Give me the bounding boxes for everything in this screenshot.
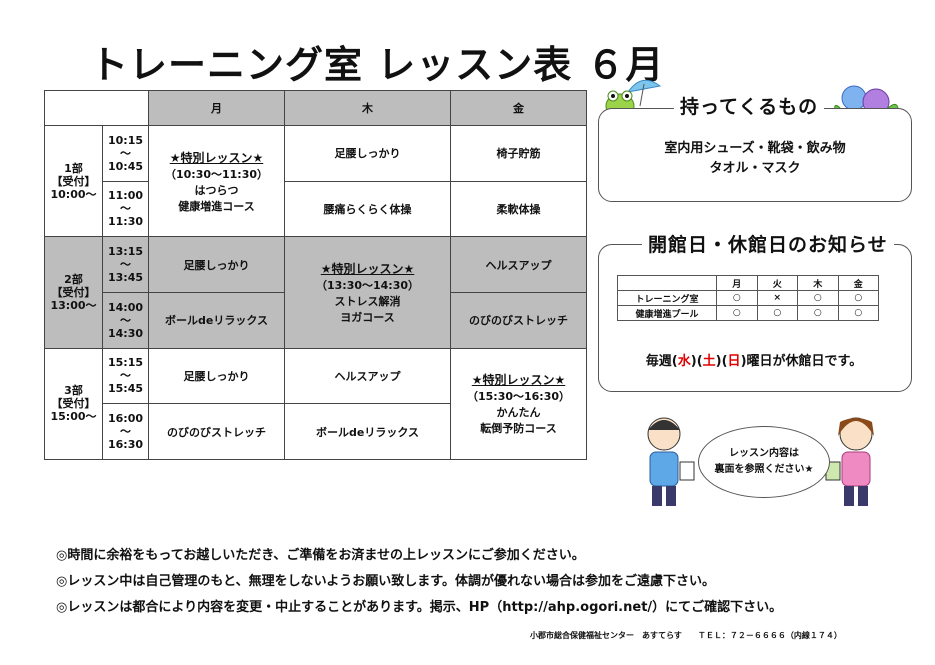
notes-section: ◎時間に余裕をもってお越しいただき、ご準備をお済ませの上レッスンにご参加ください…	[56, 543, 916, 621]
day-col: 木	[797, 275, 839, 291]
part-2-label: 2部 【受付】 13:00～	[44, 236, 103, 349]
lesson-cell: 柔軟体操	[450, 180, 587, 238]
speech-line-2: 裏面を参照ください★	[714, 464, 814, 475]
lesson-cell: ボールdeリラックス	[284, 403, 451, 460]
bring-line-1: 室内用シューズ・靴袋・飲み物	[664, 141, 846, 156]
note-item: ◎時間に余裕をもってお越しいただき、ご準備をお済ませの上レッスンにご参加ください…	[56, 548, 585, 563]
special-lesson-3: ★特別レッスン★ （15:30～16:30） かんたん 転倒予防コース	[450, 347, 587, 461]
page-title: トレーニング室 レッスン表 ６月	[90, 43, 665, 87]
lesson-cell: 椅子貯筋	[450, 125, 587, 182]
table-row: 月 火 木 金	[617, 275, 879, 291]
table-row: 2部 【受付】 13:00～ 13:15～13:45 足腰しっかり ★特別レッス…	[44, 236, 587, 349]
slot-time: 15:15～15:45	[102, 347, 149, 405]
lesson-schedule-table: 月 木 金 1部 【受付】 10:00～ 10:15～10:45 ★特別レッスン…	[44, 90, 587, 461]
lesson-cell: 腰痛らくらく体操	[284, 180, 451, 238]
header-blank	[44, 90, 149, 126]
bring-header: 持ってくるもの	[674, 92, 825, 119]
note-item: ◎レッスン中は自己管理のもと、無理をしないようお願い致します。体調が優れない場合…	[56, 574, 716, 589]
part-3-label: 3部 【受付】 15:00～	[44, 347, 103, 461]
special-lesson-1: ★特別レッスン★ （10:30～11:30） はつらつ 健康増進コース	[148, 124, 285, 238]
mark: ○	[797, 290, 839, 306]
facility-name: トレーニング室	[617, 290, 717, 306]
facility-days-table: 月 火 木 金 トレーニング室 ○ × ○ ○ 健康増進プール ○ ○ ○ ○	[617, 275, 879, 321]
lesson-cell: 足腰しっかり	[148, 347, 285, 405]
speech-bubble: レッスン内容は 裏面を参照ください★	[698, 426, 830, 498]
lesson-cell: のびのびストレッチ	[148, 403, 285, 460]
table-row: 1部 【受付】 10:00～ 10:15～10:45 ★特別レッスン★ （10:…	[44, 124, 587, 238]
lesson-cell: ヘルスアップ	[284, 347, 451, 405]
header-monday: 月	[148, 90, 285, 126]
header-friday: 金	[450, 90, 587, 126]
lesson-cell: 足腰しっかり	[148, 236, 285, 293]
footer-contact: 小郡市総合保健福祉センター あすてらす ＴＥＬ：７２－６６６６（内線１７４）	[530, 631, 842, 640]
lesson-cell: ヘルスアップ	[450, 236, 587, 293]
lesson-cell: 足腰しっかり	[284, 125, 451, 182]
bring-line-2: タオル・マスク	[709, 161, 801, 176]
schedule-header-row: 月 木 金	[44, 90, 587, 126]
mark: ○	[797, 305, 839, 321]
table-row: 14:00～14:30 ボールdeリラックス のびのびストレッチ	[45, 291, 587, 349]
mark: ○	[716, 305, 758, 321]
slot-time: 16:00～16:30	[102, 403, 149, 460]
table-row: 11:00～11:30 腰痛らくらく体操 柔軟体操	[45, 180, 587, 238]
speech-line-1: レッスン内容は	[729, 448, 799, 459]
slot-time: 14:00～14:30	[102, 291, 149, 349]
mark: ○	[837, 305, 879, 321]
note-item: ◎レッスンは都合により内容を変更・中止することがあります。掲示、HP（http:…	[56, 600, 783, 615]
mark: ○	[756, 305, 798, 321]
table-row: 3部 【受付】 15:00～ 15:15～15:45 足腰しっかり ヘルスアップ…	[44, 347, 587, 461]
day-col: 金	[837, 275, 879, 291]
part-1-label: 1部 【受付】 10:00～	[44, 124, 103, 238]
day-col: 月	[716, 275, 758, 291]
slot-time: 10:15～10:45	[102, 125, 149, 182]
special-lesson-2: ★特別レッスン★ （13:30～14:30） ストレス解消 ヨガコース	[284, 236, 451, 349]
slot-time: 13:15～13:45	[102, 236, 149, 293]
mark: ○	[716, 290, 758, 306]
closed-days-notice: 毎週(水)(土)(日)曜日が休館日です。	[645, 354, 863, 369]
header-thursday: 木	[284, 90, 451, 126]
facility-blank	[617, 275, 717, 291]
table-row: トレーニング室 ○ × ○ ○	[617, 290, 879, 306]
slot-time: 11:00～11:30	[102, 180, 149, 238]
open-days-header: 開館日・休館日のお知らせ	[642, 230, 894, 257]
table-row: 16:00～16:30 のびのびストレッチ ボールdeリラックス	[45, 403, 587, 460]
mark: ×	[756, 290, 798, 306]
mark: ○	[837, 290, 879, 306]
lesson-cell: のびのびストレッチ	[450, 291, 587, 349]
lesson-cell: ボールdeリラックス	[148, 291, 285, 349]
male-staff-icon	[647, 417, 695, 506]
table-row: 健康増進プール ○ ○ ○ ○	[617, 305, 879, 321]
bring-items-box: 室内用シューズ・靴袋・飲み物 タオル・マスク	[598, 108, 912, 202]
female-staff-icon	[825, 417, 874, 506]
day-col: 火	[756, 275, 798, 291]
facility-name: 健康増進プール	[617, 305, 717, 321]
